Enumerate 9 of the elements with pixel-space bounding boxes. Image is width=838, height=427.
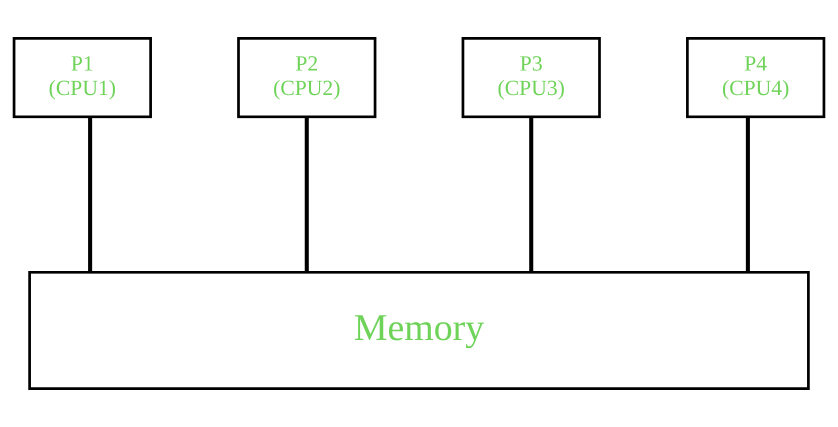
connector: [746, 117, 750, 272]
node-box: P2 (CPU2): [237, 37, 376, 118]
node-box: P4 (CPU4): [686, 37, 826, 118]
node-box: P1 (CPU1): [12, 37, 152, 118]
connector: [304, 117, 309, 272]
node-box: Memory: [28, 270, 810, 390]
connector: [529, 117, 534, 272]
connector: [88, 117, 92, 272]
node-box: P3 (CPU3): [462, 37, 601, 118]
